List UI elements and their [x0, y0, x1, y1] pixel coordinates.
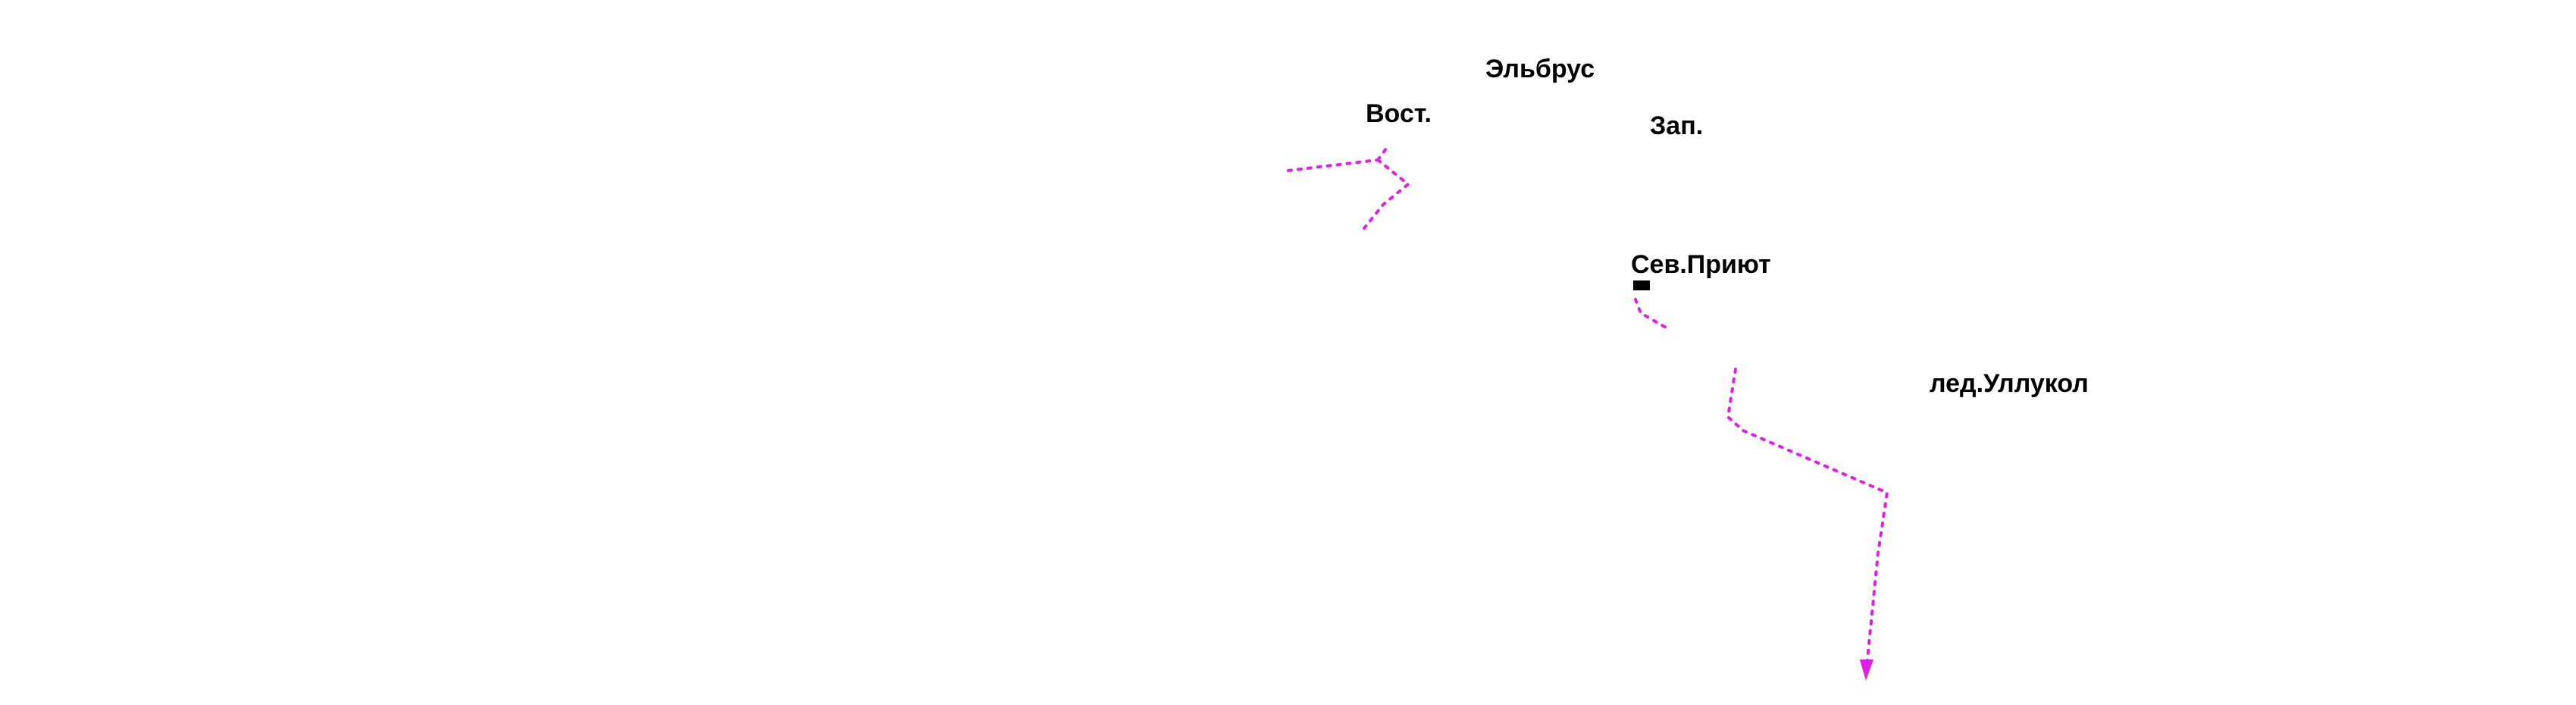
peak-label-east-summit: Вост.: [1366, 99, 1432, 128]
hut-marker-icon: [1633, 280, 1650, 290]
peak-label-west-summit: Зап.: [1650, 111, 1704, 140]
hut-label-north-shelter: Сев.Приют: [1631, 250, 1771, 279]
route-segment-east-summit-loop: [1363, 144, 1411, 230]
peak-label-elbrus: Эльбрус: [1485, 55, 1595, 83]
route-segment-hut-exit: [1634, 298, 1669, 330]
glacier-label-ullukol: лед.Уллукол: [1930, 369, 2089, 398]
route-segment-glacier-descent: [1726, 368, 1889, 669]
route-segment-east-approach: [1287, 158, 1379, 172]
route-end-arrow-icon: [1860, 660, 1873, 681]
